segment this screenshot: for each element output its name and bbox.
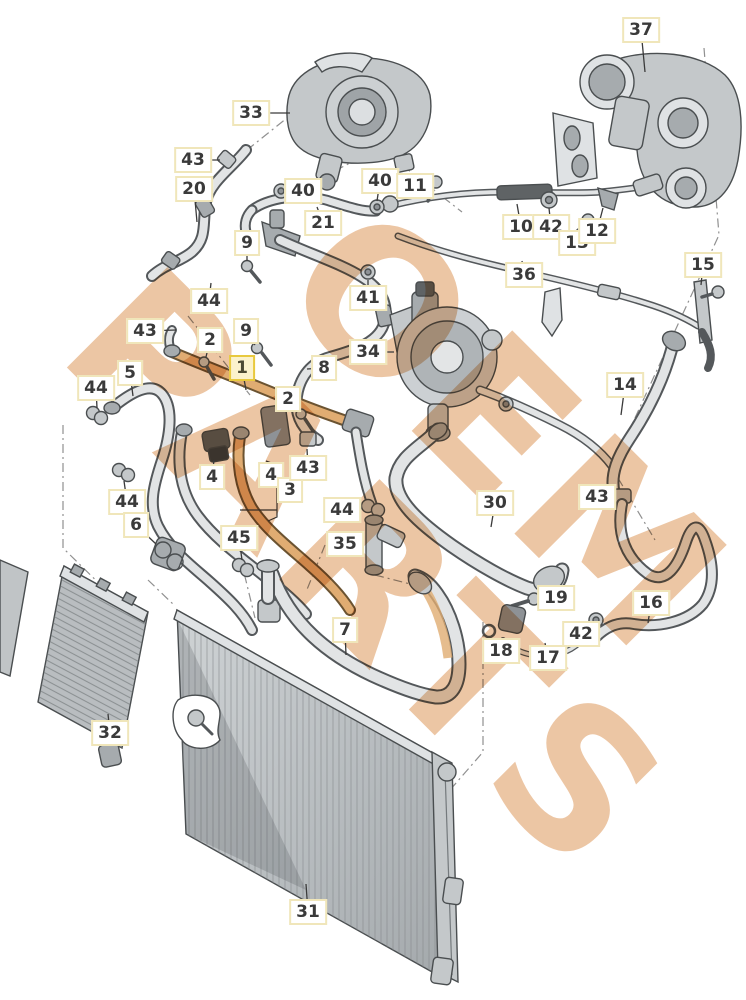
hose-16: [590, 498, 718, 643]
part-label-31[interactable]: 31: [289, 899, 327, 925]
hose-21: [239, 183, 385, 284]
expansion-tank: [286, 52, 432, 191]
aux-radiator: [0, 559, 149, 768]
part-label-44[interactable]: 44: [323, 497, 361, 523]
part-label-33[interactable]: 33: [232, 100, 270, 126]
part-label-43[interactable]: 43: [578, 484, 616, 510]
radiator: [172, 599, 464, 986]
part-label-12[interactable]: 12: [578, 218, 616, 244]
part-label-40[interactable]: 40: [284, 178, 322, 204]
part-label-44[interactable]: 44: [77, 375, 115, 401]
part-label-17[interactable]: 17: [529, 645, 567, 671]
part-label-35[interactable]: 35: [326, 531, 364, 557]
part-label-37[interactable]: 37: [622, 17, 660, 43]
part-label-19[interactable]: 19: [537, 585, 575, 611]
part-label-14[interactable]: 14: [606, 372, 644, 398]
part-label-5[interactable]: 5: [117, 360, 143, 386]
part-label-16[interactable]: 16: [632, 590, 670, 616]
part-label-21[interactable]: 21: [304, 210, 342, 236]
part-label-44[interactable]: 44: [190, 288, 228, 314]
part-label-15[interactable]: 15: [684, 252, 722, 278]
part-label-6[interactable]: 6: [123, 512, 149, 538]
hose-7: [256, 559, 467, 705]
part-label-45[interactable]: 45: [220, 525, 258, 551]
part-label-32[interactable]: 32: [91, 720, 129, 746]
part-label-1-highlighted[interactable]: 1: [229, 355, 255, 381]
part-label-43[interactable]: 43: [126, 318, 164, 344]
part-label-44[interactable]: 44: [108, 489, 146, 515]
part-label-40[interactable]: 40: [361, 168, 399, 194]
part-label-20[interactable]: 20: [175, 176, 213, 202]
part-label-43[interactable]: 43: [289, 455, 327, 481]
hose-to-valve: [350, 426, 406, 576]
part-label-11[interactable]: 11: [396, 173, 434, 199]
part-label-18[interactable]: 18: [482, 638, 520, 664]
hose-to-right: [475, 385, 617, 471]
part-label-7[interactable]: 7: [332, 617, 358, 643]
part-label-36[interactable]: 36: [505, 262, 543, 288]
part-label-2[interactable]: 2: [275, 386, 301, 412]
hose-20: [146, 144, 252, 282]
hose-14: [606, 330, 687, 504]
part-label-41[interactable]: 41: [349, 285, 387, 311]
coolant-pipes: [381, 173, 725, 372]
part-label-2[interactable]: 2: [197, 327, 223, 353]
hose-5: [85, 382, 258, 636]
part-label-4[interactable]: 4: [199, 464, 225, 490]
part-label-9[interactable]: 9: [233, 318, 259, 344]
part-label-9[interactable]: 9: [234, 230, 260, 256]
part-label-8[interactable]: 8: [311, 355, 337, 381]
part-label-42[interactable]: 42: [562, 621, 600, 647]
part-label-43[interactable]: 43: [174, 147, 212, 173]
part-label-30[interactable]: 30: [476, 490, 514, 516]
part-label-34[interactable]: 34: [349, 339, 387, 365]
turbocharger: [552, 52, 742, 209]
